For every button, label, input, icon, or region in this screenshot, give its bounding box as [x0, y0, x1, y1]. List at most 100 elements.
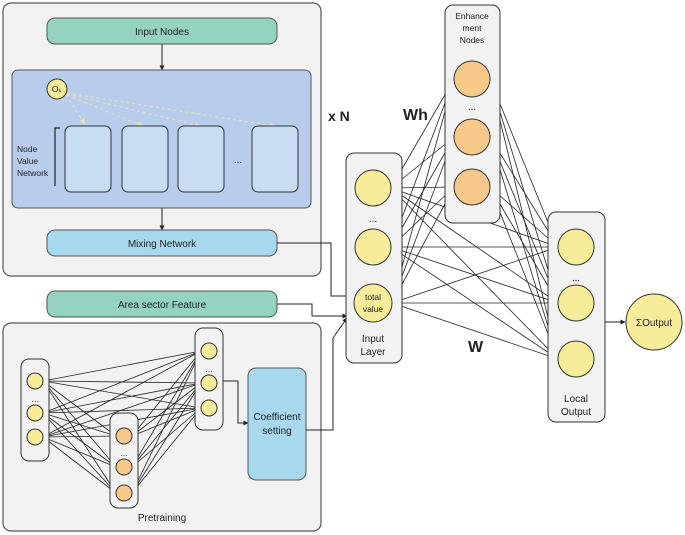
nvn-label-line2: Value — [17, 156, 38, 166]
pt-layer3-dots: ... — [205, 364, 212, 374]
wh-label: Wh — [403, 107, 428, 124]
arrow-coefficient-to-total-value — [306, 317, 348, 431]
pt-layer1-node — [26, 404, 44, 422]
pretrain-edge — [42, 407, 202, 414]
nvn-bracket — [54, 127, 60, 186]
ok-label: Oₖ — [52, 84, 63, 94]
arrow-pretrain-to-coefficient — [223, 380, 249, 426]
pt-layer2-dots: ... — [120, 448, 127, 458]
w-label: W — [468, 339, 484, 356]
enhancement-label-line3: Nodes — [460, 35, 485, 45]
coefficient-setting-line2: setting — [262, 426, 291, 437]
enhancement-output-edge — [489, 186, 559, 304]
enhancement-output-edge — [489, 186, 559, 248]
pretraining-label: Pretraining — [138, 513, 186, 524]
pretrain-edge — [42, 436, 117, 468]
pretrain-edge — [42, 412, 117, 494]
ok-arrow-4 — [66, 92, 276, 129]
enhancement-output-edge — [489, 78, 559, 304]
pt-layer3-node — [200, 399, 218, 417]
nvn-label-line3: Network — [17, 168, 49, 178]
enhancement-output-edge — [489, 136, 559, 304]
enhancement-output-edge — [489, 136, 559, 360]
total-value-line1: total — [365, 292, 381, 302]
pt-layer2-node — [115, 484, 133, 502]
pt-layer1-node — [26, 372, 44, 390]
pretrain-edge — [42, 412, 117, 468]
enhancement-output-edge — [489, 186, 559, 360]
total-value-line2: value — [363, 304, 384, 314]
input-output-edge — [390, 187, 559, 360]
coefficient-setting-box — [247, 367, 307, 481]
enhancement-output-edge — [489, 136, 559, 248]
enhancement-dots: ... — [468, 102, 476, 113]
arrow-area-to-total-value — [277, 303, 348, 319]
pretrain-edge — [131, 350, 202, 494]
enhancement-node — [453, 118, 491, 156]
local-output-label-line1: Local — [564, 394, 588, 405]
input-layer-label-line2: Layer — [360, 347, 386, 358]
pt-layer3-node — [200, 342, 218, 360]
repeat-text: x N — [328, 108, 350, 124]
enhancement-label-line1: Enhance — [455, 11, 489, 21]
sum-output-node — [625, 293, 683, 351]
pretrain-edge — [42, 350, 202, 438]
pretrain-edge — [42, 436, 117, 494]
local-output-node — [557, 284, 595, 322]
input-layer-label-line1: Input — [362, 334, 384, 345]
ok-arrow-2 — [66, 94, 144, 127]
nvn-label-line1: Node — [17, 144, 38, 154]
pretrain-edge — [42, 380, 117, 468]
pt-layer2-node — [115, 427, 133, 445]
pretrain-edge — [131, 350, 202, 468]
local-output-dots: ... — [572, 273, 580, 284]
input-layer-dots: ... — [369, 214, 377, 225]
pretrain-edge — [131, 382, 202, 468]
sum-output-label: ΣOutput — [636, 318, 672, 329]
pretraining-panel — [2, 322, 322, 532]
enhancement-label-line2: ment — [463, 23, 483, 33]
input-layer-node — [354, 228, 392, 266]
value-network-box-2 — [121, 125, 169, 193]
value-network-box-3 — [177, 125, 225, 193]
enhancement-node — [453, 168, 491, 206]
pretrain-edge — [42, 435, 117, 438]
local-output-node — [557, 228, 595, 266]
ok-node — [46, 78, 68, 100]
total-value-node — [353, 283, 393, 323]
pretrain-edge — [42, 350, 202, 382]
value-network-box-1 — [64, 125, 112, 193]
pretrain-edge — [42, 380, 117, 437]
enhancement-output-edge — [489, 78, 559, 248]
value-network-box-4 — [251, 125, 299, 193]
input-layer-node — [354, 169, 392, 207]
area-sector-feature-label: Area sector Feature — [118, 300, 207, 311]
local-output-label-line2: Output — [561, 407, 591, 418]
pretrain-edge — [42, 382, 202, 438]
pretrain-edge — [131, 350, 202, 437]
coefficient-setting-line1: Coefficient — [253, 412, 300, 423]
repeat-label: x N — [328, 108, 350, 124]
enhancement-node — [453, 60, 491, 98]
pt-layer1-dots: ... — [31, 394, 38, 404]
ok-arrow-3 — [66, 93, 201, 128]
ok-dashed-arrows — [65, 92, 276, 129]
pretrain-edge — [131, 407, 202, 494]
value-network-dots: ... — [234, 155, 242, 166]
pt-layer1-node — [26, 428, 44, 446]
pretraining-edges — [42, 350, 202, 494]
input-nodes-label: Input Nodes — [135, 27, 189, 38]
arrow-mixing-to-total-value — [277, 242, 353, 299]
pretrain-edge — [42, 350, 202, 414]
local-output-node — [557, 340, 595, 378]
pretrain-edge — [42, 380, 117, 494]
pt-layer2-node — [115, 458, 133, 476]
pretrain-edge — [131, 382, 202, 494]
mixing-network-label: Mixing Network — [128, 239, 197, 250]
input-output-edge — [390, 187, 559, 304]
pretrain-edge — [42, 382, 202, 414]
enhancement-nodes-panel — [444, 4, 501, 224]
input-output-edge — [391, 302, 559, 360]
pt-layer3-node — [200, 374, 218, 392]
